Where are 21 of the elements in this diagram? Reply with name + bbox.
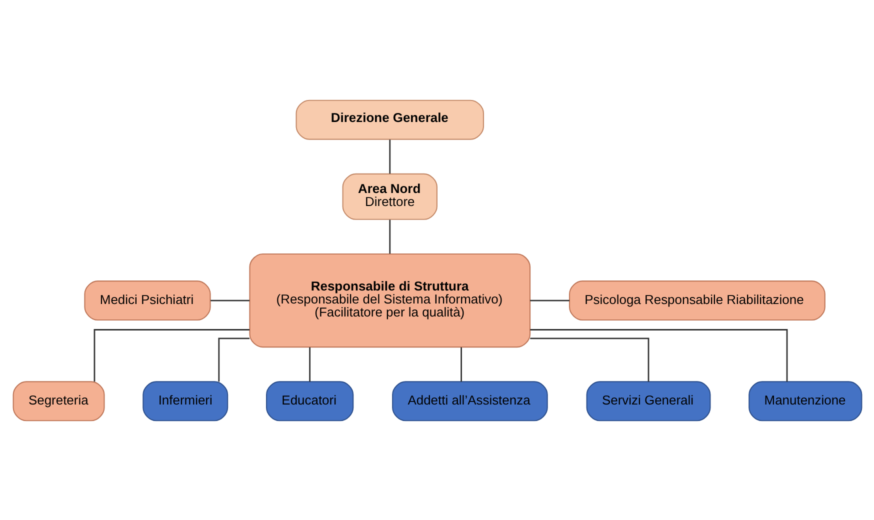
node-box: Manutenzione — [748, 380, 862, 421]
node-box: Infermieri — [142, 380, 228, 421]
connector — [93, 328, 250, 382]
connector — [308, 346, 310, 382]
connector — [210, 299, 250, 301]
node-box: Educatori — [266, 380, 354, 421]
connector — [530, 328, 788, 382]
connector — [388, 219, 390, 254]
connector — [460, 346, 462, 382]
node-box: Psicologa Responsabile Riabilitazione — [568, 280, 825, 320]
node-box: Servizi Generali — [586, 380, 710, 421]
connector — [530, 299, 569, 301]
node-box: Medici Psichiatri — [84, 280, 210, 320]
connector — [218, 337, 249, 382]
connector — [388, 139, 390, 174]
node-box: Responsabile di Struttura (Responsabile del Sistema Informativo) (Facilitatore per la qualità) — [248, 252, 530, 348]
connector — [530, 337, 649, 382]
node-box: Area Nord Direttore — [342, 172, 437, 220]
node-box: Segreteria — [12, 380, 104, 421]
node-box: Addetti all’Assistenza — [392, 380, 548, 421]
node-box: Direzione Generale — [295, 99, 484, 140]
